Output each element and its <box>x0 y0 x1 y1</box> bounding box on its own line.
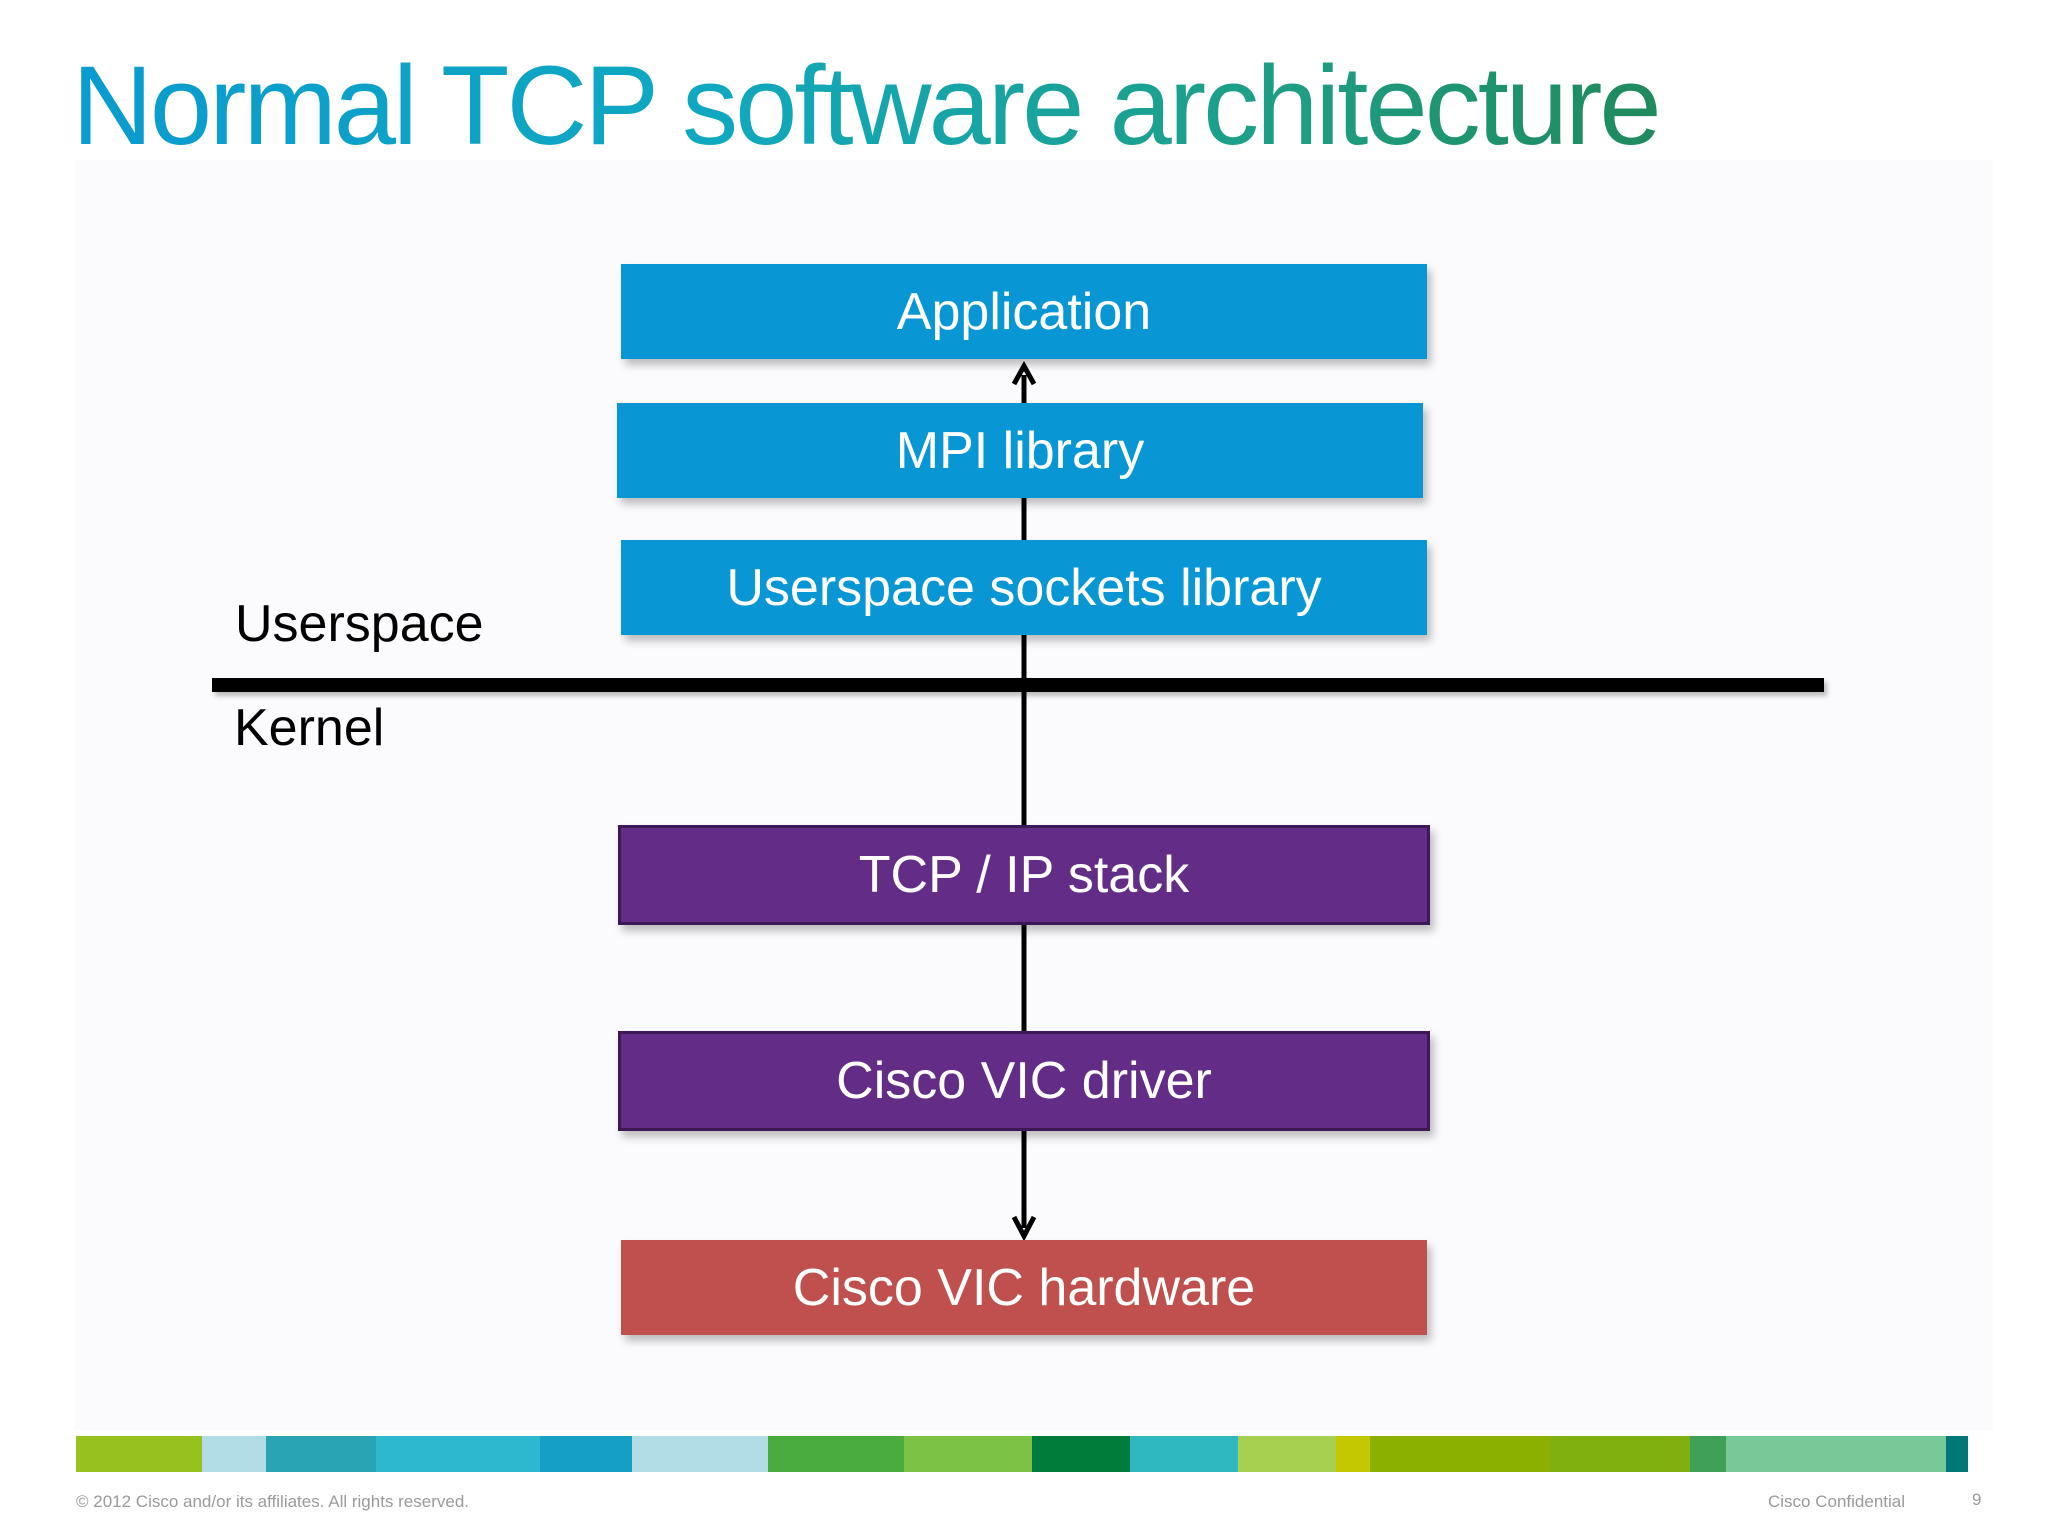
arrowhead-up <box>1011 360 1037 386</box>
color-bar-segment <box>904 1436 1032 1472</box>
color-bar-segment <box>1690 1436 1726 1472</box>
color-bar-segment <box>632 1436 768 1472</box>
color-bar-segment <box>376 1436 540 1472</box>
color-bar-segment <box>202 1436 266 1472</box>
cisco-vic-hardware-box: Cisco VIC hardware <box>621 1240 1427 1335</box>
color-bar-segment <box>1130 1436 1238 1472</box>
slide-title: Normal TCP software architecture <box>72 42 1662 171</box>
application-box: Application <box>621 264 1427 359</box>
color-bar-segment <box>1238 1436 1336 1472</box>
color-bar-segment <box>76 1436 202 1472</box>
page-number: 9 <box>1972 1490 1982 1509</box>
color-bar-segment <box>1032 1436 1130 1472</box>
confidential-footer: Cisco Confidential <box>1768 1492 1906 1511</box>
color-bar-segment <box>1370 1436 1550 1472</box>
kernel-label: Kernel <box>234 699 385 757</box>
mpi-library-box: MPI library <box>617 403 1423 498</box>
arrowhead-down <box>1011 1215 1037 1242</box>
color-bar-segment <box>1726 1436 1946 1472</box>
color-bar-segment <box>266 1436 376 1472</box>
userspace-sockets-library-box: Userspace sockets library <box>621 540 1427 635</box>
userspace-label: Userspace <box>235 595 484 653</box>
color-bar-segment <box>1336 1436 1370 1472</box>
color-bar-segment <box>540 1436 632 1472</box>
tcp-ip-stack-box: TCP / IP stack <box>618 825 1430 925</box>
userspace-kernel-divider <box>212 678 1824 692</box>
color-bar-segment <box>1550 1436 1690 1472</box>
cisco-vic-driver-box: Cisco VIC driver <box>618 1031 1430 1131</box>
decorative-color-bar <box>76 1436 1984 1472</box>
color-bar-segment <box>768 1436 904 1472</box>
copyright-footer: © 2012 Cisco and/or its affiliates. All … <box>76 1492 470 1511</box>
color-bar-segment <box>1946 1436 1968 1472</box>
